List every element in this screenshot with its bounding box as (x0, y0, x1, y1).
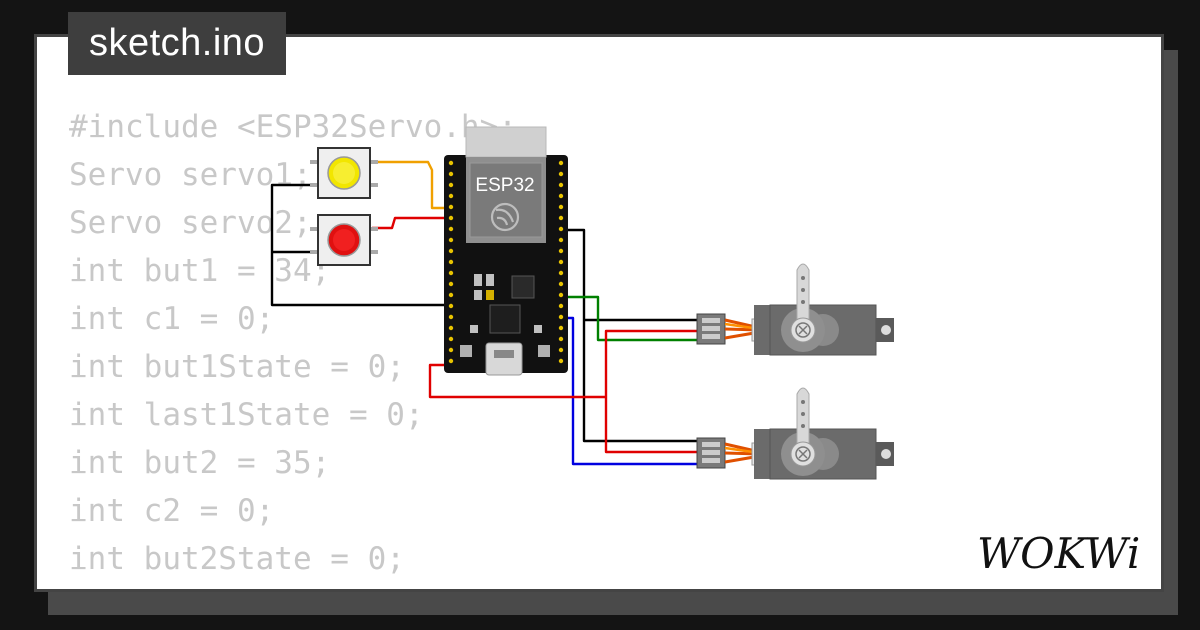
code-line: int but2 = 35; (69, 445, 331, 481)
esp32-label: ESP32 (475, 175, 534, 196)
left-pin-header (448, 160, 454, 364)
code-line: int but1 = 34; (69, 253, 331, 289)
power-wire (428, 329, 698, 454)
ground-wire-buttons (270, 183, 452, 307)
board-components (460, 274, 550, 376)
wokwi-logo[interactable]: WOKWi (975, 526, 1150, 578)
right-pin-header (558, 160, 564, 364)
code-line: int but1State = 0; (69, 349, 405, 385)
servo-motor-2[interactable] (696, 387, 894, 480)
espressif-logo-icon (490, 202, 520, 232)
code-line: int last1State = 0; (69, 397, 424, 433)
servo1-signal-wire (560, 295, 698, 342)
servo-motor-1[interactable] (696, 263, 894, 356)
file-tab-label: sketch.ino (88, 22, 266, 64)
code-preview: #include <ESP32Servo.h>;Servo servo1;Ser… (69, 103, 517, 589)
button2-signal-wire (372, 216, 452, 230)
button1-signal-wire (372, 160, 452, 210)
code-line: Servo servo2; (69, 205, 312, 241)
code-line: int but2State = 0; (69, 541, 405, 577)
wires (270, 160, 698, 466)
file-tab[interactable]: sketch.ino (68, 12, 286, 75)
code-line: int c1 = 0; (69, 301, 275, 337)
code-line: int c2 = 0; (69, 493, 275, 529)
code-line: Servo servo1; (69, 157, 312, 193)
wokwi-logo-text: WOKWi (977, 529, 1140, 578)
yellow-pushbutton[interactable] (310, 147, 378, 199)
ground-wire-servos (560, 228, 698, 443)
red-pushbutton[interactable] (310, 214, 378, 266)
esp32-board[interactable]: ESP32 (444, 126, 568, 376)
